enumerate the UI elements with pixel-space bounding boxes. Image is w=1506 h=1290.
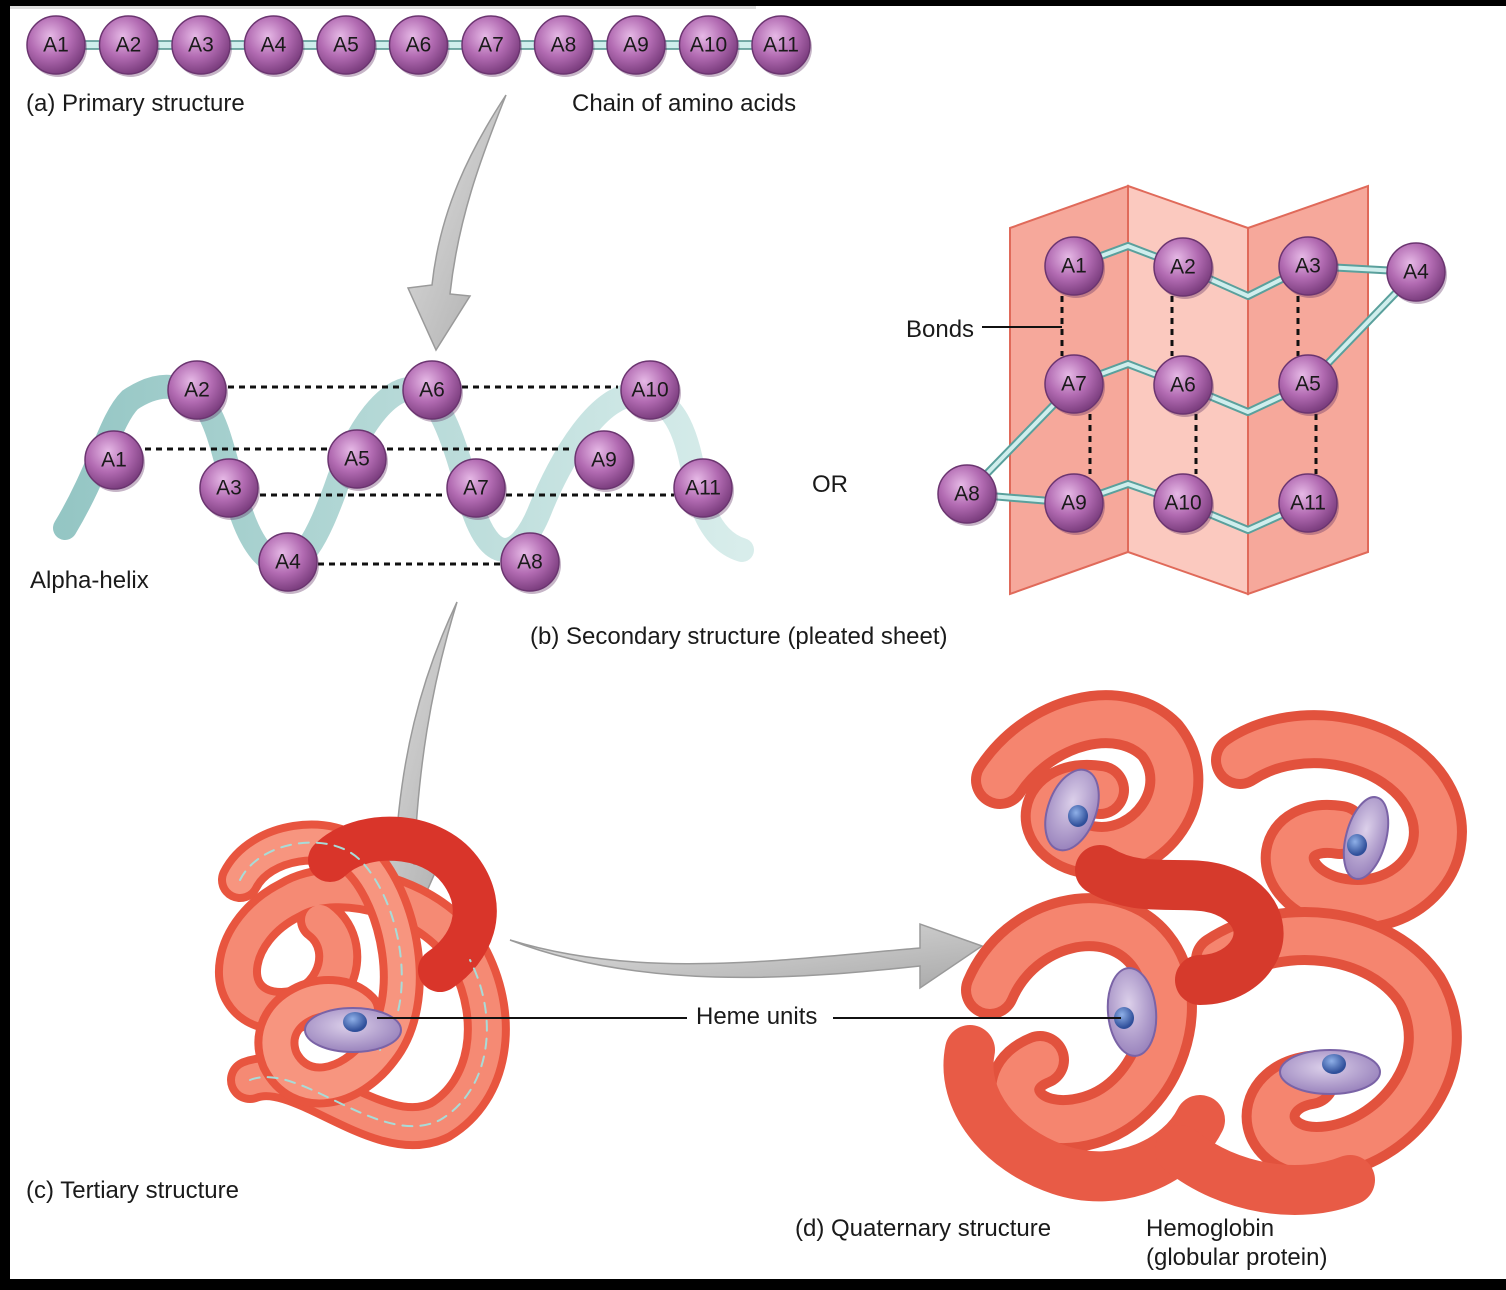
- amino-acid-a6: A6: [388, 15, 450, 77]
- amino-acid-a1: A1: [84, 430, 145, 492]
- amino-acid-a8: A8: [533, 15, 595, 77]
- label-bonds: Bonds: [906, 316, 975, 343]
- amino-acid-a4: A4: [258, 532, 319, 594]
- amino-acid-label: A4: [1403, 261, 1429, 284]
- amino-acid-label: A6: [406, 34, 432, 57]
- label-quaternary-structure: (d) Quaternary structure: [795, 1215, 1052, 1242]
- amino-acid-a7: A7: [446, 458, 507, 520]
- amino-acid-a7: A7: [461, 15, 522, 77]
- amino-acid-label: A2: [1170, 256, 1196, 279]
- amino-acid-a11: A11: [751, 15, 812, 77]
- amino-acid-a5: A5: [1278, 354, 1339, 416]
- quaternary-protein: [943, 690, 1467, 1215]
- amino-acid-a11: A11: [673, 458, 734, 520]
- amino-acid-label: A5: [333, 34, 359, 57]
- amino-acid-label: A7: [1061, 373, 1087, 396]
- label-globular-protein: (globular protein): [1146, 1244, 1328, 1271]
- amino-acid-label: A8: [954, 483, 980, 506]
- amino-acid-a1: A1: [1044, 236, 1105, 298]
- amino-acid-label: A9: [623, 34, 649, 57]
- primary-chain: A1 A2 A3 A4 A5 A6 A7 A8 A9 A10 A11: [26, 15, 812, 77]
- amino-acid-label: A4: [261, 34, 287, 57]
- amino-acid-label: A10: [690, 34, 727, 57]
- amino-acid-a2: A2: [1153, 237, 1214, 299]
- amino-acid-a5: A5: [316, 15, 377, 77]
- amino-acid-label: A7: [463, 477, 489, 500]
- amino-acid-a9: A9: [1044, 473, 1105, 535]
- amino-acid-a5: A5: [327, 429, 388, 491]
- amino-acid-a7: A7: [1044, 354, 1105, 416]
- amino-acid-label: A11: [763, 34, 799, 57]
- label-alpha-helix: Alpha-helix: [30, 567, 149, 594]
- amino-acid-label: A5: [1295, 373, 1321, 396]
- tertiary-protein: [215, 816, 510, 1150]
- amino-acid-label: A3: [216, 477, 242, 500]
- amino-acid-label: A4: [275, 551, 301, 574]
- amino-acid-label: A3: [1295, 255, 1321, 278]
- amino-acid-a3: A3: [1278, 236, 1339, 298]
- amino-acid-label: A5: [344, 448, 370, 471]
- label-heme-units: Heme units: [696, 1003, 818, 1030]
- label-tertiary-structure: (c) Tertiary structure: [26, 1177, 239, 1204]
- amino-acid-label: A7: [478, 34, 504, 57]
- amino-acid-a3: A3: [199, 458, 260, 520]
- amino-acid-a1: A1: [26, 15, 87, 77]
- iron-center: [343, 1012, 367, 1032]
- amino-acid-a4: A4: [243, 15, 305, 77]
- label-chain-of-amino-acids: Chain of amino acids: [572, 90, 797, 117]
- amino-acid-a2: A2: [167, 360, 228, 422]
- amino-acid-label: A8: [517, 551, 543, 574]
- amino-acid-label: A11: [685, 477, 721, 500]
- label-or: OR: [812, 471, 848, 498]
- amino-acid-label: A10: [631, 379, 668, 402]
- amino-acid-a6: A6: [1153, 355, 1214, 417]
- label-primary-structure: (a) Primary structure: [26, 90, 245, 117]
- amino-acid-a9: A9: [574, 430, 635, 492]
- amino-acid-a10: A10: [620, 360, 681, 422]
- amino-acid-a4: A4: [1386, 242, 1447, 304]
- label-secondary-structure: (b) Secondary structure (pleated sheet): [530, 623, 948, 650]
- amino-acid-a9: A9: [606, 15, 667, 77]
- amino-acid-a6: A6: [402, 360, 463, 422]
- amino-acid-a3: A3: [171, 15, 232, 77]
- amino-acid-label: A11: [1290, 492, 1326, 515]
- amino-acid-a11: A11: [1278, 473, 1339, 535]
- amino-acid-label: A2: [116, 34, 142, 57]
- amino-acid-a8: A8: [937, 464, 998, 526]
- amino-acid-label: A9: [591, 449, 617, 472]
- amino-acid-label: A1: [1061, 255, 1087, 278]
- amino-acid-label: A1: [101, 449, 127, 472]
- amino-acid-label: A8: [551, 34, 577, 57]
- label-hemoglobin: Hemoglobin: [1146, 1215, 1275, 1242]
- amino-acid-a8: A8: [500, 532, 561, 594]
- amino-acid-label: A10: [1164, 492, 1201, 515]
- arrow-tertiary-to-quaternary: [509, 922, 984, 990]
- top-border-strip: [10, 6, 756, 9]
- amino-acid-label: A6: [1170, 374, 1196, 397]
- amino-acid-label: A3: [188, 34, 214, 57]
- amino-acid-label: A2: [184, 379, 210, 402]
- amino-acid-a10: A10: [678, 15, 740, 77]
- amino-acid-label: A6: [419, 379, 445, 402]
- amino-acid-label: A1: [43, 34, 69, 57]
- heme-units-quaternary: [1044, 768, 1390, 1095]
- amino-acid-a2: A2: [98, 15, 160, 77]
- arrow-primary-to-secondary: [406, 94, 507, 352]
- amino-acid-a10: A10: [1153, 473, 1214, 535]
- amino-acid-label: A9: [1061, 492, 1087, 515]
